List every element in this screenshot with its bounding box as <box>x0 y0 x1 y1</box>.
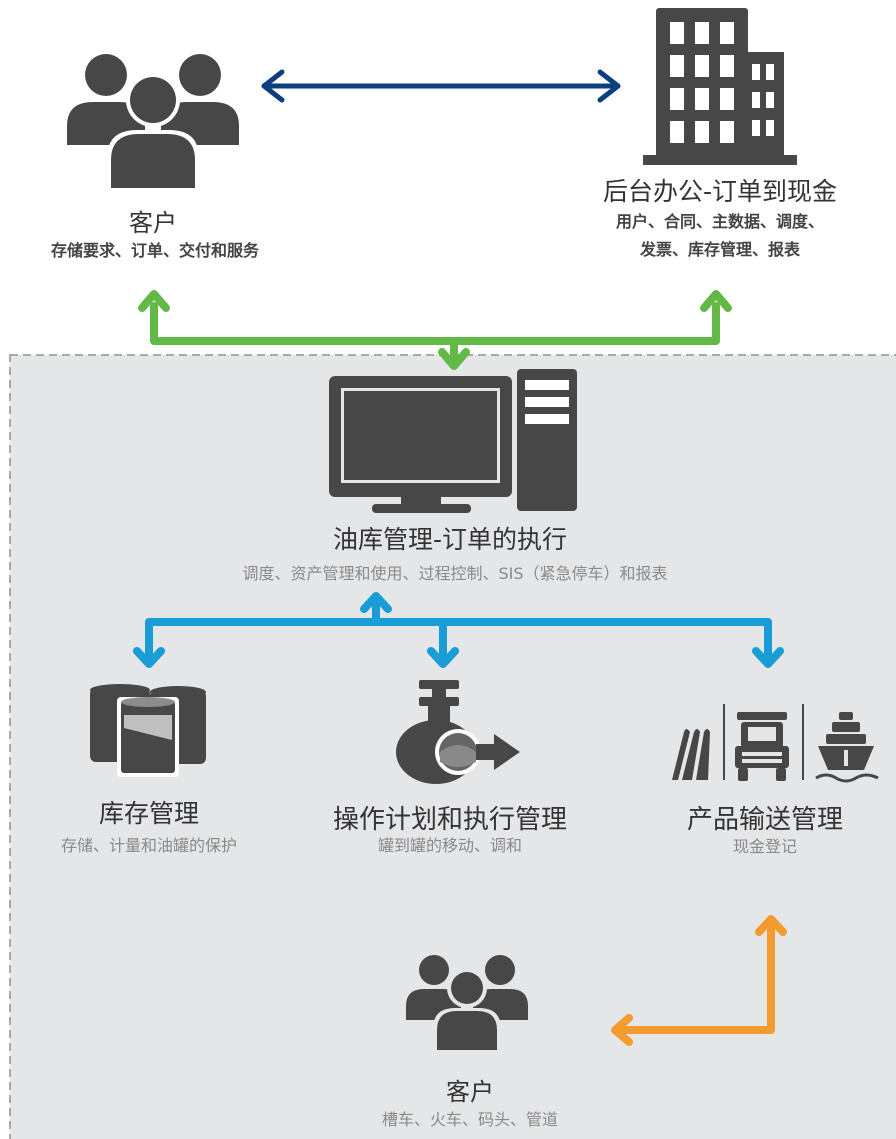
truck-icon <box>735 712 789 781</box>
operations-title: 操作计划和执行管理 <box>332 805 567 835</box>
operations-subtitle: 罐到罐的移动、调和 <box>377 836 522 855</box>
back-office-subtitle-line2: 发票、库存管理、报表 <box>639 240 800 259</box>
office-building-icon <box>643 8 797 165</box>
ship-icon <box>815 712 879 783</box>
storage-tanks-icon <box>90 684 206 777</box>
desktop-computer-icon <box>329 369 577 513</box>
orange-connector-arrow <box>611 915 787 1046</box>
customer-bottom-title: 客户 <box>446 1078 494 1106</box>
customer-top-subtitle: 存储要求、订单、交付和服务 <box>50 241 259 260</box>
blue-connector-arrows <box>133 592 784 668</box>
people-icon <box>406 955 528 1054</box>
inventory-title: 库存管理 <box>98 799 199 828</box>
icon-divider <box>802 704 804 780</box>
terminal-title: 油库管理-订单的执行 <box>332 525 568 554</box>
terminal-subtitle: 调度、资产管理和使用、过程控制、SIS（紧急停车）和报表 <box>242 564 668 583</box>
customer-backoffice-arrow <box>261 69 621 103</box>
customer-top-title: 客户 <box>129 209 177 237</box>
icon-divider <box>723 704 725 780</box>
people-icon <box>67 54 239 192</box>
back-office-subtitle-line1: 用户、合同、主数据、调度、 <box>615 212 824 231</box>
green-connector-arrows <box>138 290 732 370</box>
valve-pipe-icon <box>396 680 520 784</box>
back-office-title: 后台办公-订单到现金 <box>602 177 838 206</box>
product-transfer-subtitle: 现金登记 <box>732 837 797 856</box>
customer-bottom-subtitle: 槽车、火车、码头、管道 <box>381 1110 558 1129</box>
pipeline-icon <box>672 729 710 780</box>
product-transfer-title: 产品输送管理 <box>686 805 843 835</box>
inventory-subtitle: 存储、计量和油罐的保护 <box>60 836 237 855</box>
